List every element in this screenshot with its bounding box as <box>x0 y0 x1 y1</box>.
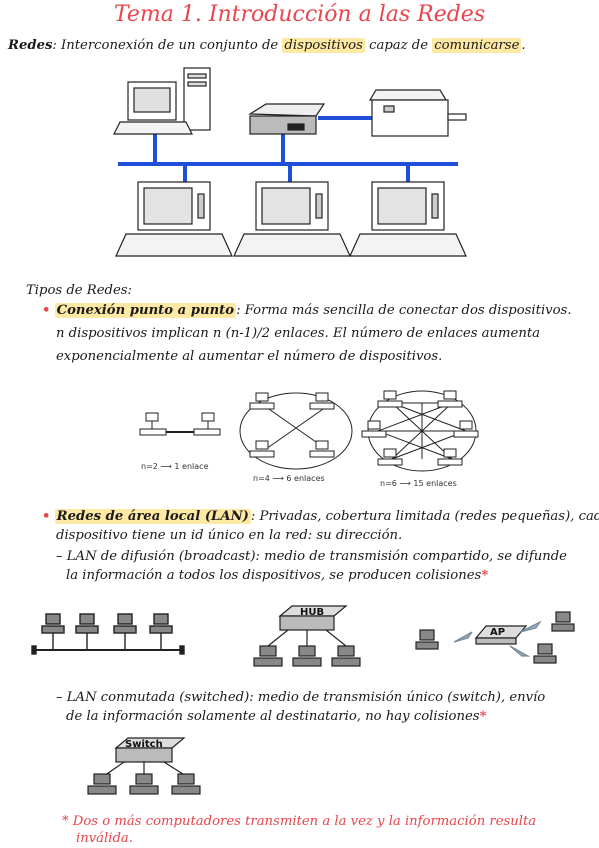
bus-topology <box>31 613 185 655</box>
broadcast-diagrams <box>31 605 575 667</box>
diagram-n6 <box>361 390 479 472</box>
footnote-star: * <box>479 709 487 724</box>
broadcast-line2-text: la información a todos los dispositivos,… <box>66 568 482 583</box>
label-n4: n=4 ⟶ 6 enlaces <box>253 474 325 483</box>
highlight-comunicarse: comunicarse <box>432 38 522 53</box>
highlight-dispositivos: dispositivos <box>282 38 365 53</box>
types-heading: Tipos de Redes: <box>26 283 132 298</box>
switched-line-2: de la información solamente al destinata… <box>66 707 486 726</box>
diagram-n2 <box>139 412 221 436</box>
p2p-line-3: exponencialmente al aumentar el número d… <box>56 349 443 364</box>
p2p-line-1: • Conexión punto a punto: Forma más senc… <box>42 301 572 320</box>
lan-line1-rest: : Privadas, cobertura limitada (redes pe… <box>250 509 599 524</box>
switch-diagram <box>87 737 201 795</box>
hub-topology <box>253 605 361 667</box>
footnote-line-2: inválida. <box>76 831 133 846</box>
definition-line: Redes: Interconexión de un conjunto de d… <box>8 36 526 55</box>
lan-line-1: • Redes de área local (LAN): Privadas, c… <box>42 507 599 526</box>
page-title: Tema 1. Introducción a las Redes <box>113 2 486 27</box>
switched-line-1: – LAN conmutada (switched): medio de tra… <box>56 690 546 705</box>
hub-device-icon <box>248 103 326 135</box>
switch-label: Switch <box>125 739 163 750</box>
broadcast-line-2: la información a todos los dispositivos,… <box>66 566 488 585</box>
p2p-diagrams <box>139 390 479 472</box>
definition-text-after: . <box>521 38 526 53</box>
definition-term: Redes <box>8 38 53 53</box>
switched-line2-text: de la información solamente al destinata… <box>66 709 480 724</box>
pc-icon <box>115 181 233 257</box>
definition-text-before: : Interconexión de un conjunto de <box>52 38 283 53</box>
broadcast-line-1: – LAN de difusión (broadcast): medio de … <box>56 549 567 564</box>
p2p-line1-rest: : Forma más sencilla de conectar dos dis… <box>236 303 572 318</box>
label-n2: n=2 ⟶ 1 enlace <box>141 462 209 471</box>
ap-topology <box>415 611 575 664</box>
bullet-icon: • <box>42 303 51 318</box>
label-n6: n=6 ⟶ 15 enlaces <box>380 479 457 488</box>
definition-text-middle: capaz de <box>364 38 433 53</box>
footnote-star: * <box>481 568 489 583</box>
pc-icon <box>349 181 467 257</box>
footnote-line-1: * Dos o más computadores transmiten a la… <box>62 814 537 829</box>
p2p-term: Conexión punto a punto <box>54 303 237 318</box>
network-illustration <box>113 67 467 257</box>
p2p-line-2: n dispositivos implican n (n-1)/2 enlace… <box>56 326 540 341</box>
pc-icon <box>233 181 351 257</box>
bullet-icon: • <box>42 509 51 524</box>
ap-label: AP <box>490 627 506 638</box>
lan-line-2: dispositivo tiene un id único en la red:… <box>56 528 403 543</box>
diagram-n4 <box>239 392 353 470</box>
pc-icon <box>113 67 211 135</box>
lan-term: Redes de área local (LAN) <box>54 509 251 524</box>
hub-label: HUB <box>300 607 325 618</box>
printer-icon <box>368 89 467 137</box>
